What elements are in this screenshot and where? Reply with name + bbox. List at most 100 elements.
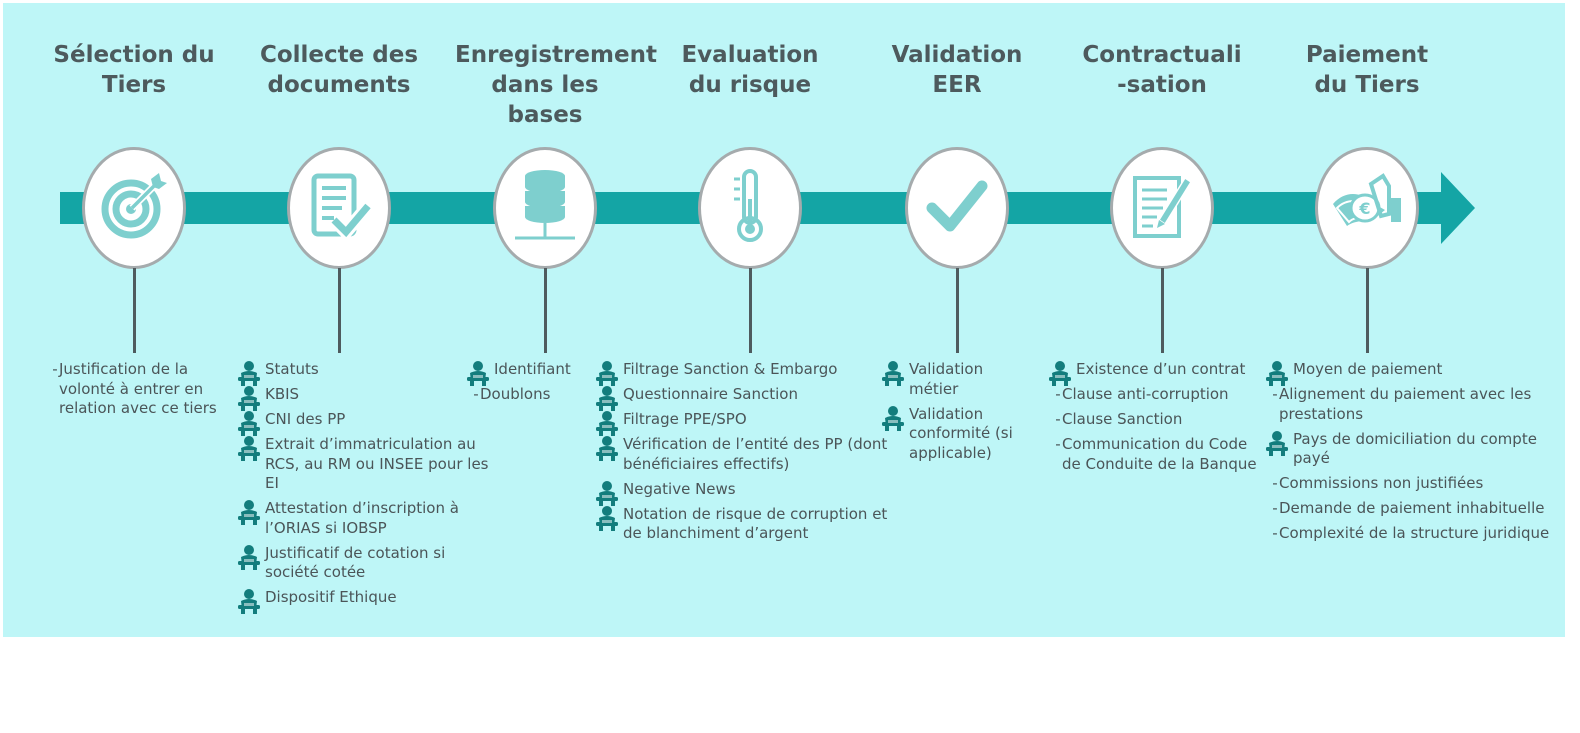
list-item-text: Existence d’un contrat: [1076, 360, 1246, 378]
list-item-text: Demande de paiement inhabituelle: [1279, 499, 1545, 517]
person-bullet-icon: [596, 505, 618, 531]
dash-bullet: -: [52, 360, 58, 378]
list-item: Extrait d’immatriculation au RCS, au RM …: [237, 435, 495, 494]
list-item: Pays de domiciliation du compte payé: [1265, 430, 1555, 469]
person-bullet-icon: [467, 361, 489, 386]
step-title-line: documents: [267, 72, 411, 98]
list-item-text: Statuts: [265, 360, 319, 378]
payment-hand-icon: €: [1327, 170, 1407, 247]
checkmark-icon: [924, 176, 990, 241]
list-item-text: Commissions non justifiées: [1279, 474, 1484, 492]
dash-bullet: -: [1272, 474, 1278, 492]
list-item-text: Pays de domiciliation du compte payé: [1293, 429, 1537, 468]
list-item: Vérification de l’entité des PP (dont bé…: [595, 435, 895, 474]
list-item: Filtrage Sanction & Embargo: [595, 360, 895, 386]
dash-bullet: -: [1055, 410, 1061, 428]
list-item-text: Clause Sanction: [1062, 410, 1183, 428]
step-circle: [698, 147, 802, 269]
step-title: Sélection du Tiers: [44, 40, 224, 100]
person-bullet: [237, 385, 261, 412]
person-bullet: [881, 405, 905, 432]
step-title: Paiement du Tiers: [1277, 40, 1457, 100]
list-item-text: Alignement du paiement avec les prestati…: [1279, 385, 1532, 423]
person-bullet: [1265, 360, 1289, 387]
step-title-line: Evaluation: [681, 42, 819, 68]
list-item: Attestation d’inscription à l’ORIAS si I…: [237, 499, 495, 538]
list-item: Statuts: [237, 360, 495, 386]
person-bullet: [237, 588, 261, 615]
person-bullet: [237, 360, 261, 387]
person-bullet-icon: [238, 386, 260, 411]
step-title-line: EER: [932, 72, 982, 98]
step-title-line: du Tiers: [1314, 72, 1420, 98]
list-item-text: Justification de la volonté à entrer en …: [59, 360, 217, 417]
dash-bullet: -: [1272, 499, 1278, 517]
step-title: Collecte des documents: [249, 40, 429, 100]
dash-bullet: -: [1055, 385, 1061, 403]
person-bullet-icon: [596, 480, 618, 506]
step-connector-line: [1366, 268, 1369, 353]
list-item: -Communication du Code de Conduite de la…: [1048, 435, 1268, 474]
step-item-list: Validation métier Validation conformité …: [881, 360, 1031, 469]
person-bullet: [595, 410, 619, 437]
list-item-text: Filtrage Sanction & Embargo: [623, 360, 838, 378]
dash-bullet: -: [1272, 385, 1278, 403]
step-title-line: Validation: [891, 42, 1023, 68]
person-bullet-icon: [596, 436, 618, 461]
step-connector-line: [1161, 268, 1164, 353]
person-bullet: [237, 410, 261, 437]
person-bullet-icon: [882, 361, 904, 386]
list-item: -Demande de paiement inhabituelle: [1265, 499, 1555, 519]
person-bullet-icon: [1266, 430, 1288, 456]
list-item: Validation métier: [881, 360, 1031, 399]
step-item-list: Identifiant -Doublons: [466, 360, 586, 410]
step-circle: [287, 147, 391, 269]
step-circle: [905, 147, 1009, 269]
list-item-text: Complexité de la structure juridique: [1279, 524, 1550, 542]
list-item: Dispositif Ethique: [237, 588, 495, 614]
list-item-text: Vérification de l’entité des PP (dont bé…: [623, 435, 888, 473]
list-item: Negative News: [595, 480, 895, 506]
step-title-line: Paiement: [1305, 42, 1429, 68]
list-item-text: Justificatif de cotation si société coté…: [265, 543, 446, 582]
list-item: -Doublons: [466, 385, 586, 405]
step-title-line: Collecte des: [259, 42, 419, 68]
database-icon: [512, 167, 578, 250]
list-item: Filtrage PPE/SPO: [595, 410, 895, 436]
step-connector-line: [338, 268, 341, 353]
person-bullet-icon: [596, 386, 618, 411]
person-bullet-icon: [596, 411, 618, 436]
person-bullet: [1265, 430, 1289, 457]
list-item-text: Attestation d’inscription à l’ORIAS si I…: [265, 499, 459, 537]
list-item: -Alignement du paiement avec les prestat…: [1265, 385, 1555, 424]
step-circle: €: [1315, 147, 1419, 269]
step-item-list: -Justification de la volonté à entrer en…: [45, 360, 230, 424]
list-item: Notation de risque de corruption et de b…: [595, 505, 895, 544]
step-circle: [82, 147, 186, 269]
dash-bullet: -: [1272, 524, 1278, 542]
list-item-text: Notation de risque de corruption et de b…: [623, 504, 888, 543]
person-bullet-icon: [238, 544, 260, 570]
list-item-text: Identifiant: [494, 360, 571, 378]
step-title-line: Tiers: [101, 72, 167, 98]
list-item-text: KBIS: [265, 385, 300, 403]
list-item-text: Communication du Code de Conduite de la …: [1062, 435, 1257, 473]
person-bullet: [595, 385, 619, 412]
list-item: Questionnaire Sanction: [595, 385, 895, 411]
list-item-text: Moyen de paiement: [1293, 360, 1443, 378]
list-item-text: Doublons: [480, 385, 551, 403]
person-bullet: [595, 505, 619, 532]
step-circle: [493, 147, 597, 269]
step-connector-line: [749, 268, 752, 353]
step-item-list: Existence d’un contrat-Clause anti-corru…: [1048, 360, 1268, 480]
person-bullet: [881, 360, 905, 387]
step-connector-line: [956, 268, 959, 353]
list-item: KBIS: [237, 385, 495, 411]
person-bullet-icon: [238, 500, 260, 525]
person-bullet: [595, 435, 619, 462]
step-title-line: Sélection du: [53, 42, 215, 68]
contract-pen-icon: [1129, 170, 1195, 247]
thermometer-icon: [730, 167, 770, 250]
person-bullet-icon: [1049, 361, 1071, 386]
